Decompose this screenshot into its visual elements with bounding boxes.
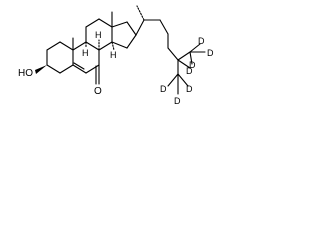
ring-b: O	[72, 41, 102, 97]
stereo-hydrogens: H H H	[82, 30, 117, 60]
deuterium-label: D	[174, 96, 181, 106]
deuterium-label: D	[189, 60, 196, 70]
ring-a	[46, 41, 74, 74]
structure-canvas: HO O H H H	[0, 0, 224, 110]
h-label-c14: H	[110, 50, 117, 60]
double-bond-c5-c6	[73, 62, 85, 70]
methyl-c21	[136, 5, 145, 21]
deuterium-label: D	[207, 48, 214, 58]
ring-d	[111, 21, 137, 49]
ring-c	[85, 18, 113, 51]
chemical-structure-diagram: HO O H H H	[18, 5, 214, 106]
hydroxyl-label: HO	[18, 68, 33, 79]
ketone-oxygen-label: O	[94, 86, 102, 97]
deuterium-label: D	[186, 84, 193, 94]
deuterium-label: D	[186, 66, 193, 76]
deuterated-terminal: D D D D D D D	[160, 36, 214, 106]
side-chain	[135, 5, 179, 61]
deuterium-label: D	[160, 84, 167, 94]
deuterium-label: D	[198, 36, 205, 46]
hydroxyl-group: HO	[18, 65, 47, 79]
h-label-c8: H	[95, 30, 102, 40]
h-label-c9: H	[82, 48, 89, 58]
